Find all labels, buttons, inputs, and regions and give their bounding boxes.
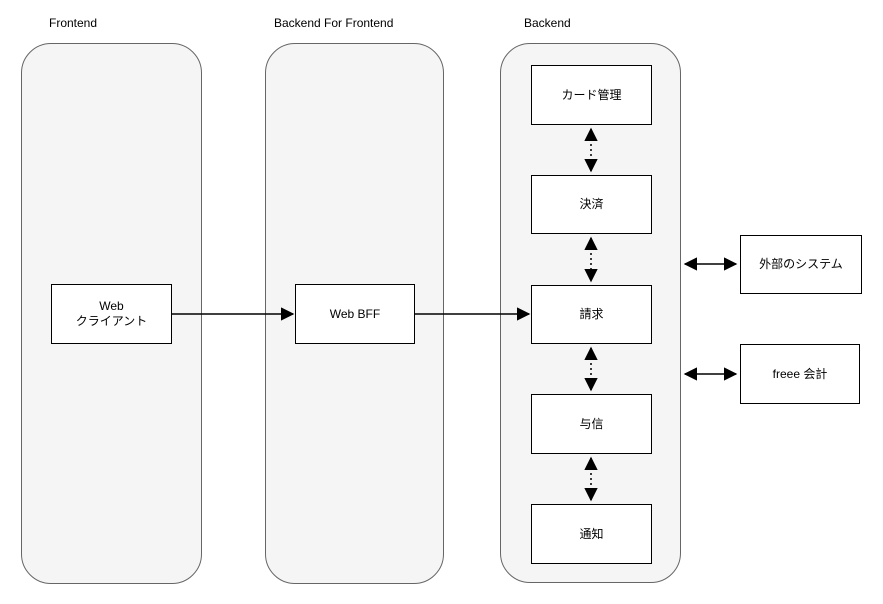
node-billing: 請求 [531,285,652,344]
node-card-management-label: カード管理 [561,87,622,102]
node-web-client: Web クライアント [51,284,172,344]
lane-label-frontend: Frontend [49,16,98,30]
node-notification-label: 通知 [579,526,604,541]
node-credit: 与信 [531,394,652,454]
node-payment: 決済 [531,175,652,234]
node-credit-label: 与信 [579,416,604,431]
node-freee-accounting: freee 会計 [740,344,860,404]
node-notification: 通知 [531,504,652,564]
lane-label-backend-for-frontend: Backend For Frontend [274,16,394,30]
node-freee-accounting-label: freee 会計 [772,366,828,381]
node-web-bff-label: Web BFF [329,306,381,321]
node-external-system: 外部のシステム [740,235,862,294]
lane-label-backend: Backend [524,16,571,30]
node-payment-label: 決済 [579,197,604,211]
node-web-client-label: Web クライアント [75,299,148,328]
node-billing-label: 請求 [579,307,604,321]
node-web-bff: Web BFF [295,284,415,344]
node-external-system-label: 外部のシステム [759,257,843,271]
node-card-management: カード管理 [531,65,652,125]
